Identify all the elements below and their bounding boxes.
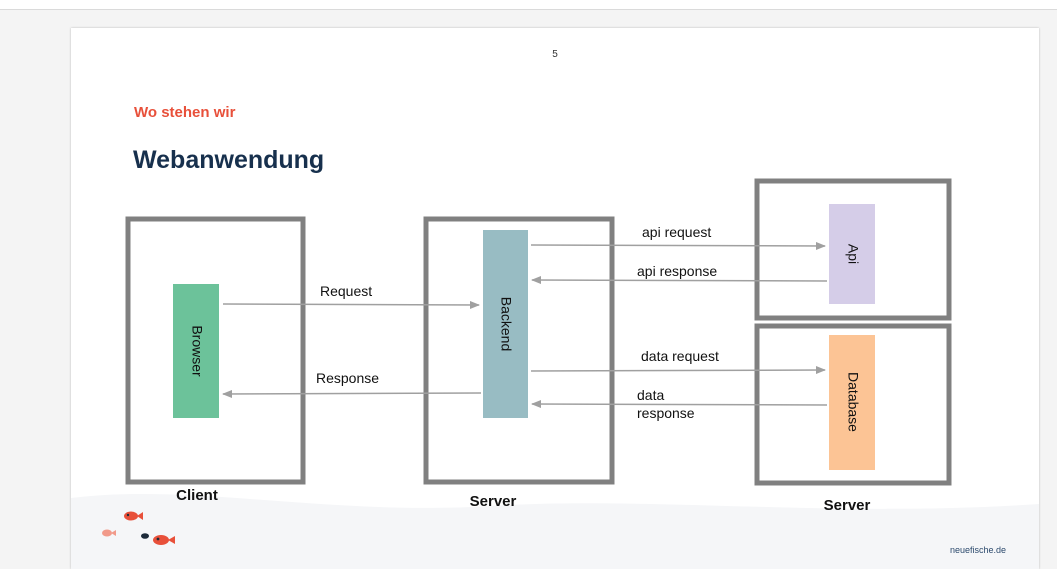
api-response-label: api response: [637, 263, 717, 279]
slide-title: Webanwendung: [133, 146, 325, 174]
database-node: [829, 335, 875, 470]
backend-label: Backend: [498, 297, 514, 351]
client-caption: Client: [176, 487, 218, 504]
api-request-arrow: [530, 241, 826, 250]
request-arrow: [222, 300, 480, 309]
brand-footer-link[interactable]: neuefische.de: [949, 545, 1006, 555]
wave-decoration: [71, 494, 1039, 569]
data-request-arrow: [530, 366, 826, 375]
data-response-arrow: [531, 400, 828, 409]
database-label: Database: [845, 372, 861, 432]
page-number: 5: [552, 49, 558, 60]
viewer-toolbar: [0, 0, 1057, 10]
response-arrow: [222, 389, 482, 398]
api-node: [829, 204, 875, 304]
slide: 5 Wo stehen wir Webanwendung Browser Bac…: [71, 28, 1039, 569]
backend-server-caption: Server: [470, 493, 517, 510]
api-label: Api: [845, 244, 861, 264]
backend-server-container: [423, 216, 615, 485]
services-server-caption: Server: [824, 497, 871, 514]
data-request-label: data request: [641, 348, 719, 364]
request-label: Request: [320, 283, 372, 299]
api-response-arrow: [531, 276, 828, 285]
fish-swarm-icon: [102, 511, 175, 545]
architecture-diagram: Browser Backend Api Database Request Res…: [71, 178, 1039, 569]
data-response-label-line2: response: [637, 405, 695, 421]
section-kicker: Wo stehen wir: [134, 104, 236, 121]
data-response-label-line1: data: [637, 387, 664, 403]
api-server-container: [754, 178, 952, 321]
client-container: [125, 216, 306, 485]
backend-node: [483, 230, 528, 418]
browser-label: Browser: [189, 325, 205, 377]
browser-node: [173, 284, 219, 418]
api-request-label: api request: [642, 224, 711, 240]
response-label: Response: [316, 370, 379, 386]
